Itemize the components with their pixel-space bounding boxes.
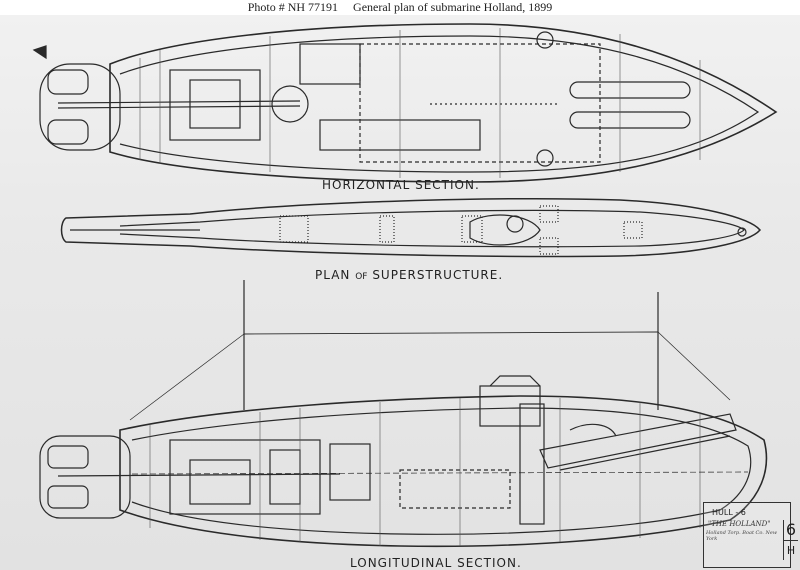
plan-label-prefix: PLAN: [315, 268, 351, 282]
plan-label-of: OF: [355, 272, 368, 282]
superstructure-plan-drawing: [60, 198, 761, 258]
title-block: [703, 502, 791, 568]
sheet-letter: H: [784, 540, 798, 561]
title-block-maker: Holland Torp. Boat Co. New York: [706, 530, 778, 542]
sheet-number: 6: [785, 520, 797, 539]
horizontal-section-drawing: [32, 23, 778, 183]
photo-title: General plan of submarine Holland, 1899: [353, 0, 553, 14]
longitudinal-section-label: LONGITUDINAL SECTION.: [350, 556, 522, 570]
plan-label-suffix: SUPERSTRUCTURE.: [372, 268, 504, 282]
title-block-hull: HULL - 6: [712, 508, 746, 517]
longitudinal-section-drawing: [39, 280, 768, 548]
title-block-name: "THE HOLLAND": [708, 520, 771, 528]
superstructure-plan-label: PLAN OF SUPERSTRUCTURE.: [315, 268, 503, 282]
photo-caption: Photo # NH 77191 General plan of submari…: [0, 0, 800, 15]
title-block-sheet-number: 6 H: [783, 520, 798, 560]
photo-number: Photo # NH 77191: [247, 0, 339, 14]
horizontal-section-label: HORIZONTAL SECTION.: [322, 178, 480, 192]
